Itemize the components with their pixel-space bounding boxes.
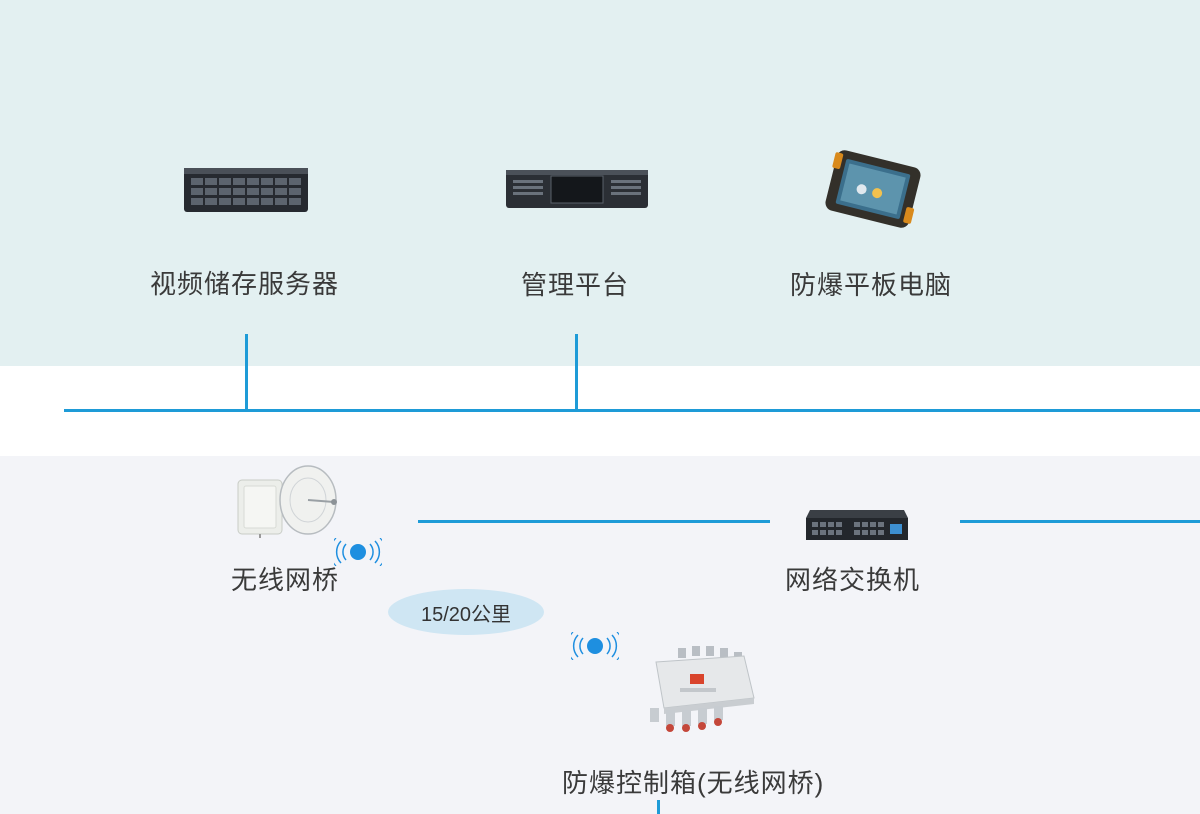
explosion-proof-box-icon	[650, 646, 755, 732]
explosion-proof-control-box-label: 防爆控制箱(无线网桥)	[562, 768, 825, 798]
control-box-line	[657, 800, 660, 814]
explosion-proof-tablet-label: 防爆平板电脑	[790, 270, 953, 300]
network-switch-icon	[806, 510, 908, 540]
wireless-bridge-label: 无线网桥	[231, 565, 340, 595]
switch-uplink-line	[960, 520, 1200, 523]
field-zone	[0, 456, 1200, 814]
platform-drop-line	[575, 334, 578, 411]
backbone-line	[64, 409, 1200, 412]
wifi-signal-icon	[334, 538, 382, 566]
server-rack-icon	[184, 168, 308, 212]
rack-platform-icon	[506, 170, 648, 208]
wifi-signal-icon	[571, 632, 619, 660]
management-platform-label: 管理平台	[521, 270, 630, 300]
wireless-bridge-antenna-icon	[237, 465, 337, 538]
network-switch-label: 网络交换机	[785, 565, 921, 595]
bridge-switch-line	[418, 520, 770, 523]
storage-drop-line	[245, 334, 248, 411]
rugged-tablet-icon	[825, 150, 921, 228]
distance-badge: 15/20公里	[388, 589, 544, 635]
video-storage-server-label: 视频储存服务器	[150, 269, 340, 299]
